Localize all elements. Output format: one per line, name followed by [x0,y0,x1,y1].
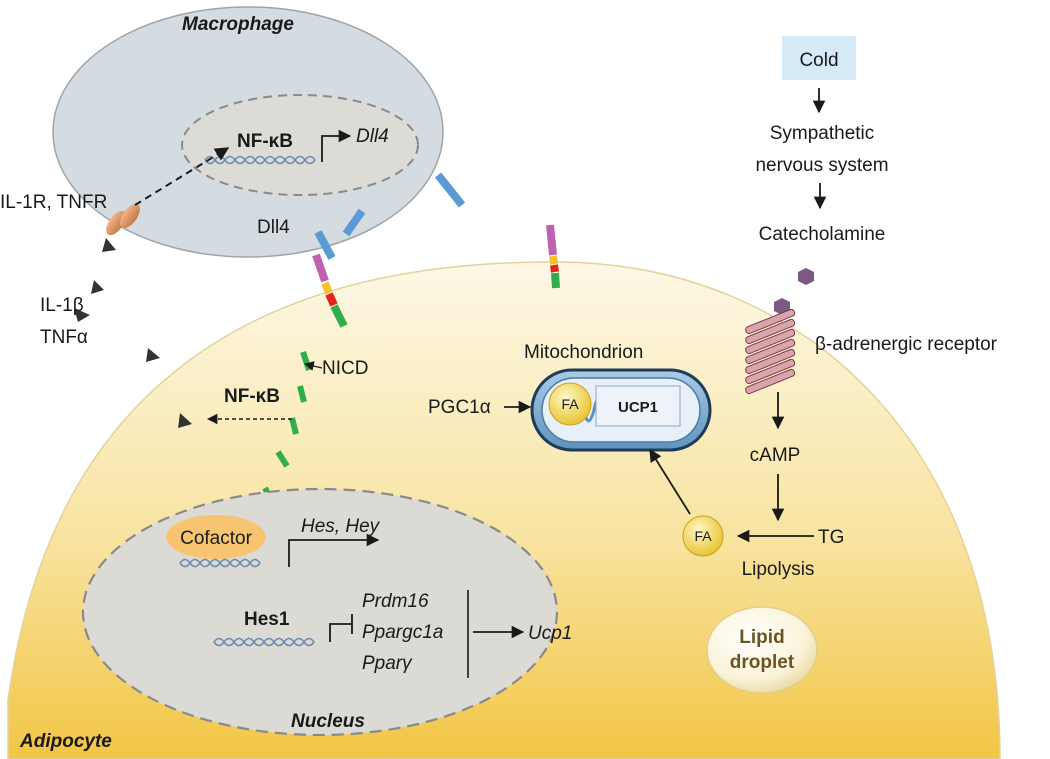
cytosolic-fa-icon [682,515,724,557]
adipocyte-label: Adipocyte [19,731,112,752]
cofactor-dna-icon [179,558,261,568]
cold-box [782,36,856,80]
catecholamine-molecules-icon [774,268,814,315]
il1b-label: IL-1β [40,295,84,316]
notch-receptor-1 [312,253,348,328]
notch-receptor-2 [546,224,560,289]
adipocyte-nfkb-label: NF-κB [224,386,280,407]
receptor-to-nfkb-arrow [134,147,230,206]
mitochondrion-label: Mitochondrion [524,342,643,363]
beta-adrenergic-receptor-icon [745,308,796,395]
ucp1-protein-box [595,385,681,427]
cytosolic-fa-label: FA [694,528,712,544]
catecholamine-label: Catecholamine [759,224,886,245]
nucleus-label: Nucleus [291,711,365,732]
hes-hey-label: Hes, Hey [301,516,381,537]
cytokine-triangles [74,238,192,428]
gene-ppary: Pparγ [362,653,413,674]
camp-label: cAMP [750,445,801,466]
mito-fa-icon [548,382,592,426]
lipolysis-label: Lipolysis [742,559,815,580]
nicd-label: NICD [322,358,368,379]
tg-label: TG [818,527,844,548]
ucp1-protein-label: UCP1 [618,399,658,416]
hes-hey-transcription-arrow [288,533,380,567]
sns-label-line2: nervous system [755,155,888,176]
receptor-label: IL-1R, TNFR [0,192,107,213]
dll4-transcription-arrow [321,129,352,162]
beta-receptor-label: β-adrenergic receptor [815,334,998,355]
fa-to-mitochondrion-arrow [649,448,691,515]
cold-label: Cold [799,50,838,71]
lipid-droplet-label-line2: droplet [730,652,795,673]
lipid-droplet-icon [706,606,818,694]
pgc1a-label: PGC1α [428,397,491,418]
ucp1-gene-label: Ucp1 [528,623,572,644]
mito-fa-label: FA [561,396,579,412]
gene-prdm16: Prdm16 [362,591,429,612]
cofactor-shape [166,515,266,559]
nicd-pointer-arrow [304,361,323,371]
lipid-droplet-label-line1: Lipid [739,627,784,648]
dll4-ligand-label: Dll4 [257,217,290,238]
il1r-tnfr-receptor-icon [106,203,140,236]
macrophage-nfkb-label: NF-κB [237,131,293,152]
dll4-ligands [314,172,466,260]
hes1-label: Hes1 [244,609,290,630]
tnfa-label: TNFα [40,327,88,348]
macrophage-dll4-gene-label: Dll4 [356,126,389,147]
macrophage-nucleus [181,94,419,196]
gene-ppargc1a: Ppargc1a [362,622,443,643]
hes1-dna-icon [213,637,315,647]
hes1-inhibition-symbol [329,614,353,642]
macrophage-label: Macrophage [182,14,294,35]
sns-label-line1: Sympathetic [770,123,875,144]
cofactor-label: Cofactor [180,528,252,549]
